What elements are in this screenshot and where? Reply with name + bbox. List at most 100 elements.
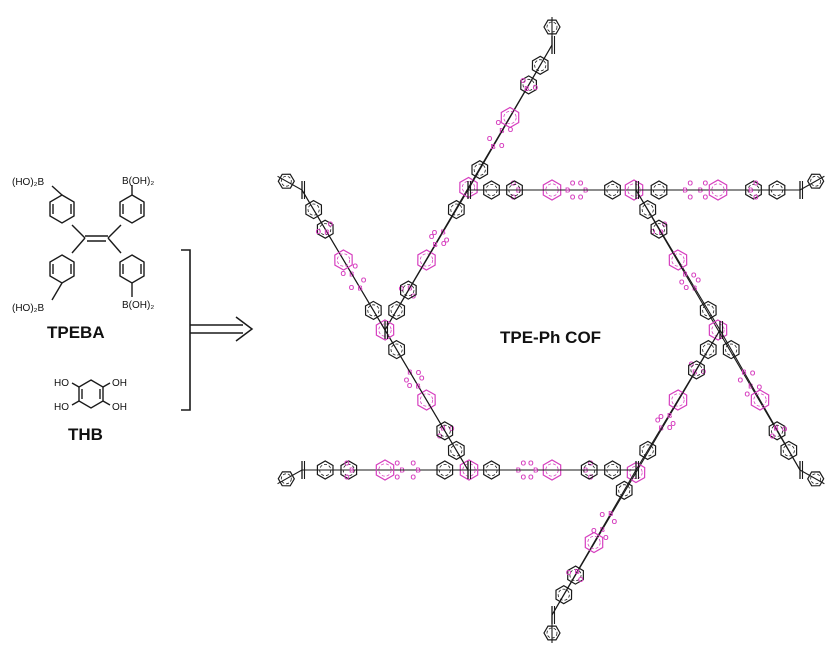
benzene-ring — [768, 421, 786, 441]
boronate-atom: O — [566, 570, 572, 577]
boronate-atom: O — [487, 136, 493, 143]
boronate-atom: O — [441, 241, 447, 248]
boronate-atom: O — [499, 143, 505, 150]
double-arrow-right-icon — [190, 316, 254, 342]
boronate-atom: O — [496, 120, 502, 127]
boronate-atom: B — [692, 286, 697, 293]
boronate-atom: O — [570, 195, 576, 202]
benzene-ring — [668, 389, 688, 411]
boronate-atom: B — [524, 86, 529, 93]
boronate-atom: O — [344, 475, 350, 482]
boronate-atom: B — [407, 286, 412, 293]
benzene-ring — [543, 19, 561, 35]
boronate-atom: B — [748, 384, 753, 391]
benzene-ring — [639, 199, 657, 220]
boronate-atom: B — [748, 188, 753, 195]
boronate-atom: O — [528, 461, 534, 468]
boronate-atom: O — [691, 272, 697, 279]
benzene-ring — [745, 180, 762, 200]
boronate-atom: B — [416, 384, 421, 391]
benzene-ring — [708, 319, 728, 341]
benzene-ring — [780, 440, 798, 461]
boronate-atom: O — [687, 181, 693, 188]
benzene-ring — [436, 460, 454, 480]
benzene-ring — [615, 480, 633, 500]
boronate-atom: O — [750, 370, 756, 377]
benzene-ring — [471, 160, 489, 180]
boronate-atom: O — [753, 181, 759, 188]
benzene-ring — [417, 249, 436, 271]
boronate-atom: O — [328, 222, 334, 229]
benzene-ring — [768, 180, 786, 200]
benzene-ring — [542, 179, 562, 201]
tpeba-label: TPEBA — [47, 323, 105, 342]
benzene-ring — [305, 199, 323, 220]
thb-label: THB — [68, 425, 103, 444]
benzene-ring — [459, 459, 479, 481]
boronate-atom: O — [410, 461, 416, 468]
boronate-atom: O — [404, 377, 410, 384]
boronate-atom: O — [745, 391, 751, 398]
benzene-ring — [542, 459, 562, 481]
boronate-atom: O — [650, 229, 656, 236]
benzene-ring — [580, 460, 598, 480]
boronate-atom: B — [667, 413, 672, 420]
tpeba-substituent-bottom-left: (HO)₂B — [12, 303, 45, 314]
benzene-ring — [316, 460, 334, 480]
boronate-atom: O — [667, 425, 673, 432]
boronate-atom: O — [662, 222, 668, 229]
benzene-ring — [400, 280, 417, 300]
boronate-atom: O — [757, 384, 763, 391]
boronate-atom: O — [316, 229, 322, 236]
tpeba-structure — [49, 185, 145, 301]
boronate-atom: O — [703, 195, 709, 202]
cof-label: TPE-Ph COF — [500, 328, 601, 347]
benzene-ring — [639, 440, 657, 461]
benzene-ring — [531, 55, 549, 75]
boronate-atom: O — [361, 278, 367, 285]
boronate-atom: O — [411, 293, 417, 300]
boronate-atom: O — [521, 475, 527, 482]
benzene-ring — [722, 339, 740, 360]
tpeba-substituent-top-left: (HO)₂B — [12, 177, 45, 188]
benzene-ring — [277, 471, 295, 487]
thb-hydroxyl-bottom-right: OH — [112, 402, 127, 413]
boronate-atom: O — [416, 370, 422, 377]
boronate-atom: B — [400, 468, 405, 475]
boronate-atom: O — [782, 426, 788, 433]
tpeba-substituent-top-right: B(OH)₂ — [122, 176, 154, 187]
tpeba-substituent-bottom-right: B(OH)₂ — [122, 300, 154, 311]
boronate-atom: O — [341, 271, 347, 278]
benzene-ring — [687, 360, 705, 380]
benzene-ring — [277, 173, 295, 189]
benzene-ring — [436, 421, 454, 441]
boronate-atom: B — [516, 468, 521, 475]
benzene-ring — [807, 173, 825, 189]
boronate-atom: B — [358, 286, 363, 293]
boronate-atom: O — [394, 475, 400, 482]
boronate-atom: O — [689, 362, 695, 369]
boronate-atom: O — [521, 461, 527, 468]
boronate-atom: B — [683, 188, 688, 195]
boronate-atom: O — [344, 461, 350, 468]
boronate-atom: B — [773, 426, 778, 433]
boronate-atom: B — [583, 468, 588, 475]
boronate-atom: O — [533, 85, 539, 92]
boronate-atom: O — [432, 230, 438, 237]
boronate-atom: B — [698, 188, 703, 195]
boronate-atom: O — [738, 377, 744, 384]
benzene-ring — [650, 219, 668, 239]
cof-network: BOOBOOBOOBOOBOOBOOBOOBOOBOOBOOBOOBOOBOOB… — [277, 17, 825, 643]
thb-hydroxyl-top-right: OH — [112, 378, 127, 389]
benzene-ring — [699, 339, 717, 360]
benzene-ring — [699, 300, 717, 321]
boronate-atom: O — [753, 195, 759, 202]
boronate-atom: O — [603, 535, 609, 542]
boronate-atom: O — [670, 421, 676, 428]
thb-hydroxyl-top-left: HO — [54, 378, 69, 389]
benzene-ring — [375, 319, 395, 341]
boronate-atom: O — [578, 181, 584, 188]
boronate-atom: O — [410, 475, 416, 482]
boronate-atom: O — [612, 519, 618, 526]
